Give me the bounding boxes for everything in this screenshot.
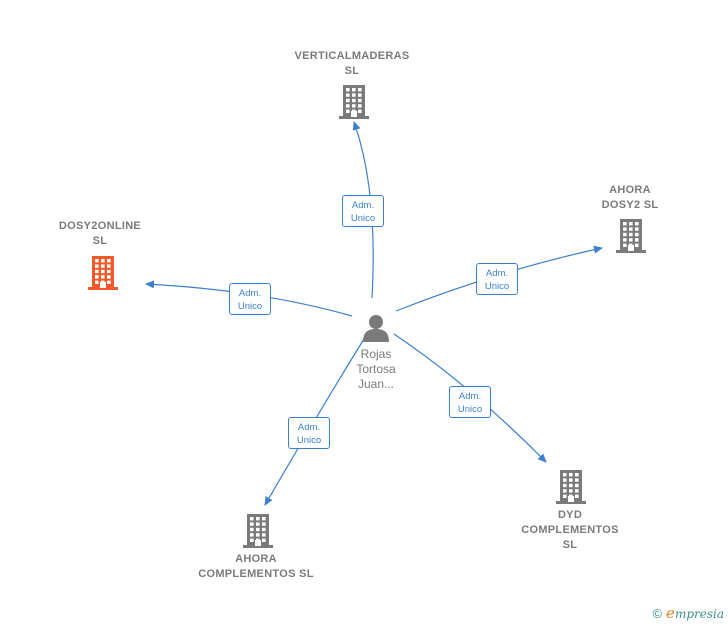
company-label-dyd[interactable]: DYD COMPLEMENTOS SL — [500, 508, 640, 553]
edge-role-line: Unico — [296, 435, 322, 446]
company-label-verticalmaderas[interactable]: VERTICALMADERAS SL — [272, 49, 432, 79]
building-icon-verticalmaderas[interactable] — [339, 85, 369, 124]
company-label-line: SL — [92, 235, 108, 247]
copyright-symbol: © — [652, 605, 663, 621]
company-label-line: COMPLEMENTOS — [521, 524, 619, 536]
company-label-line: VERTICALMADERAS — [294, 50, 410, 62]
edge-role-line: Unico — [237, 301, 263, 312]
person-name-line: Tortosa — [356, 362, 396, 376]
company-label-line: AHORA — [609, 184, 651, 196]
brand-logo[interactable]: empresia — [666, 604, 724, 622]
company-label-line: DOSY2ONLINE — [58, 220, 142, 232]
company-label-line: COMPLEMENTOS SL — [198, 568, 314, 580]
edge-role-line: Unico — [350, 213, 376, 224]
building-icon-ahora-dosy2[interactable] — [616, 219, 646, 258]
edge-ahora-complementos — [264, 338, 365, 506]
edge-role-line: Adm. — [458, 391, 482, 402]
edge-role-line: Adm. — [351, 200, 375, 211]
building-icon-ahora-complementos[interactable] — [243, 514, 273, 553]
person-icon[interactable] — [362, 313, 390, 348]
company-label-dosy2online[interactable]: DOSY2ONLINE SL — [40, 219, 160, 249]
edge-role-badge-dosy2online: Adm. Unico — [229, 283, 271, 315]
company-label-line: DYD — [557, 509, 583, 521]
company-label-line: SL — [344, 65, 360, 77]
footer-brand[interactable]: © empresia — [652, 604, 724, 622]
building-icon-dosy2online[interactable] — [88, 256, 118, 295]
edge-role-badge-verticalmaderas: Adm. Unico — [342, 195, 384, 227]
company-label-ahora-complementos[interactable]: AHORA COMPLEMENTOS SL — [180, 552, 332, 582]
edge-role-line: Adm. — [485, 268, 509, 279]
company-label-ahora-dosy2[interactable]: AHORA DOSY2 SL — [570, 183, 690, 213]
edge-role-line: Adm. — [297, 422, 321, 433]
edge-role-badge-ahora-dosy2: Adm. Unico — [476, 263, 518, 295]
edge-role-line: Unico — [457, 404, 483, 415]
company-label-line: AHORA — [235, 553, 277, 565]
edge-role-line: Adm. — [238, 288, 262, 299]
edge-role-badge-dyd: Adm. Unico — [449, 386, 491, 418]
person-name-line: Juan... — [357, 377, 395, 391]
building-icon-dyd[interactable] — [556, 470, 586, 509]
edge-role-line: Unico — [484, 281, 510, 292]
company-label-line: SL — [562, 539, 578, 551]
person-name-line: Rojas — [360, 347, 392, 361]
company-label-line: DOSY2 SL — [601, 199, 659, 211]
edge-role-badge-ahora-complementos: Adm. Unico — [288, 417, 330, 449]
